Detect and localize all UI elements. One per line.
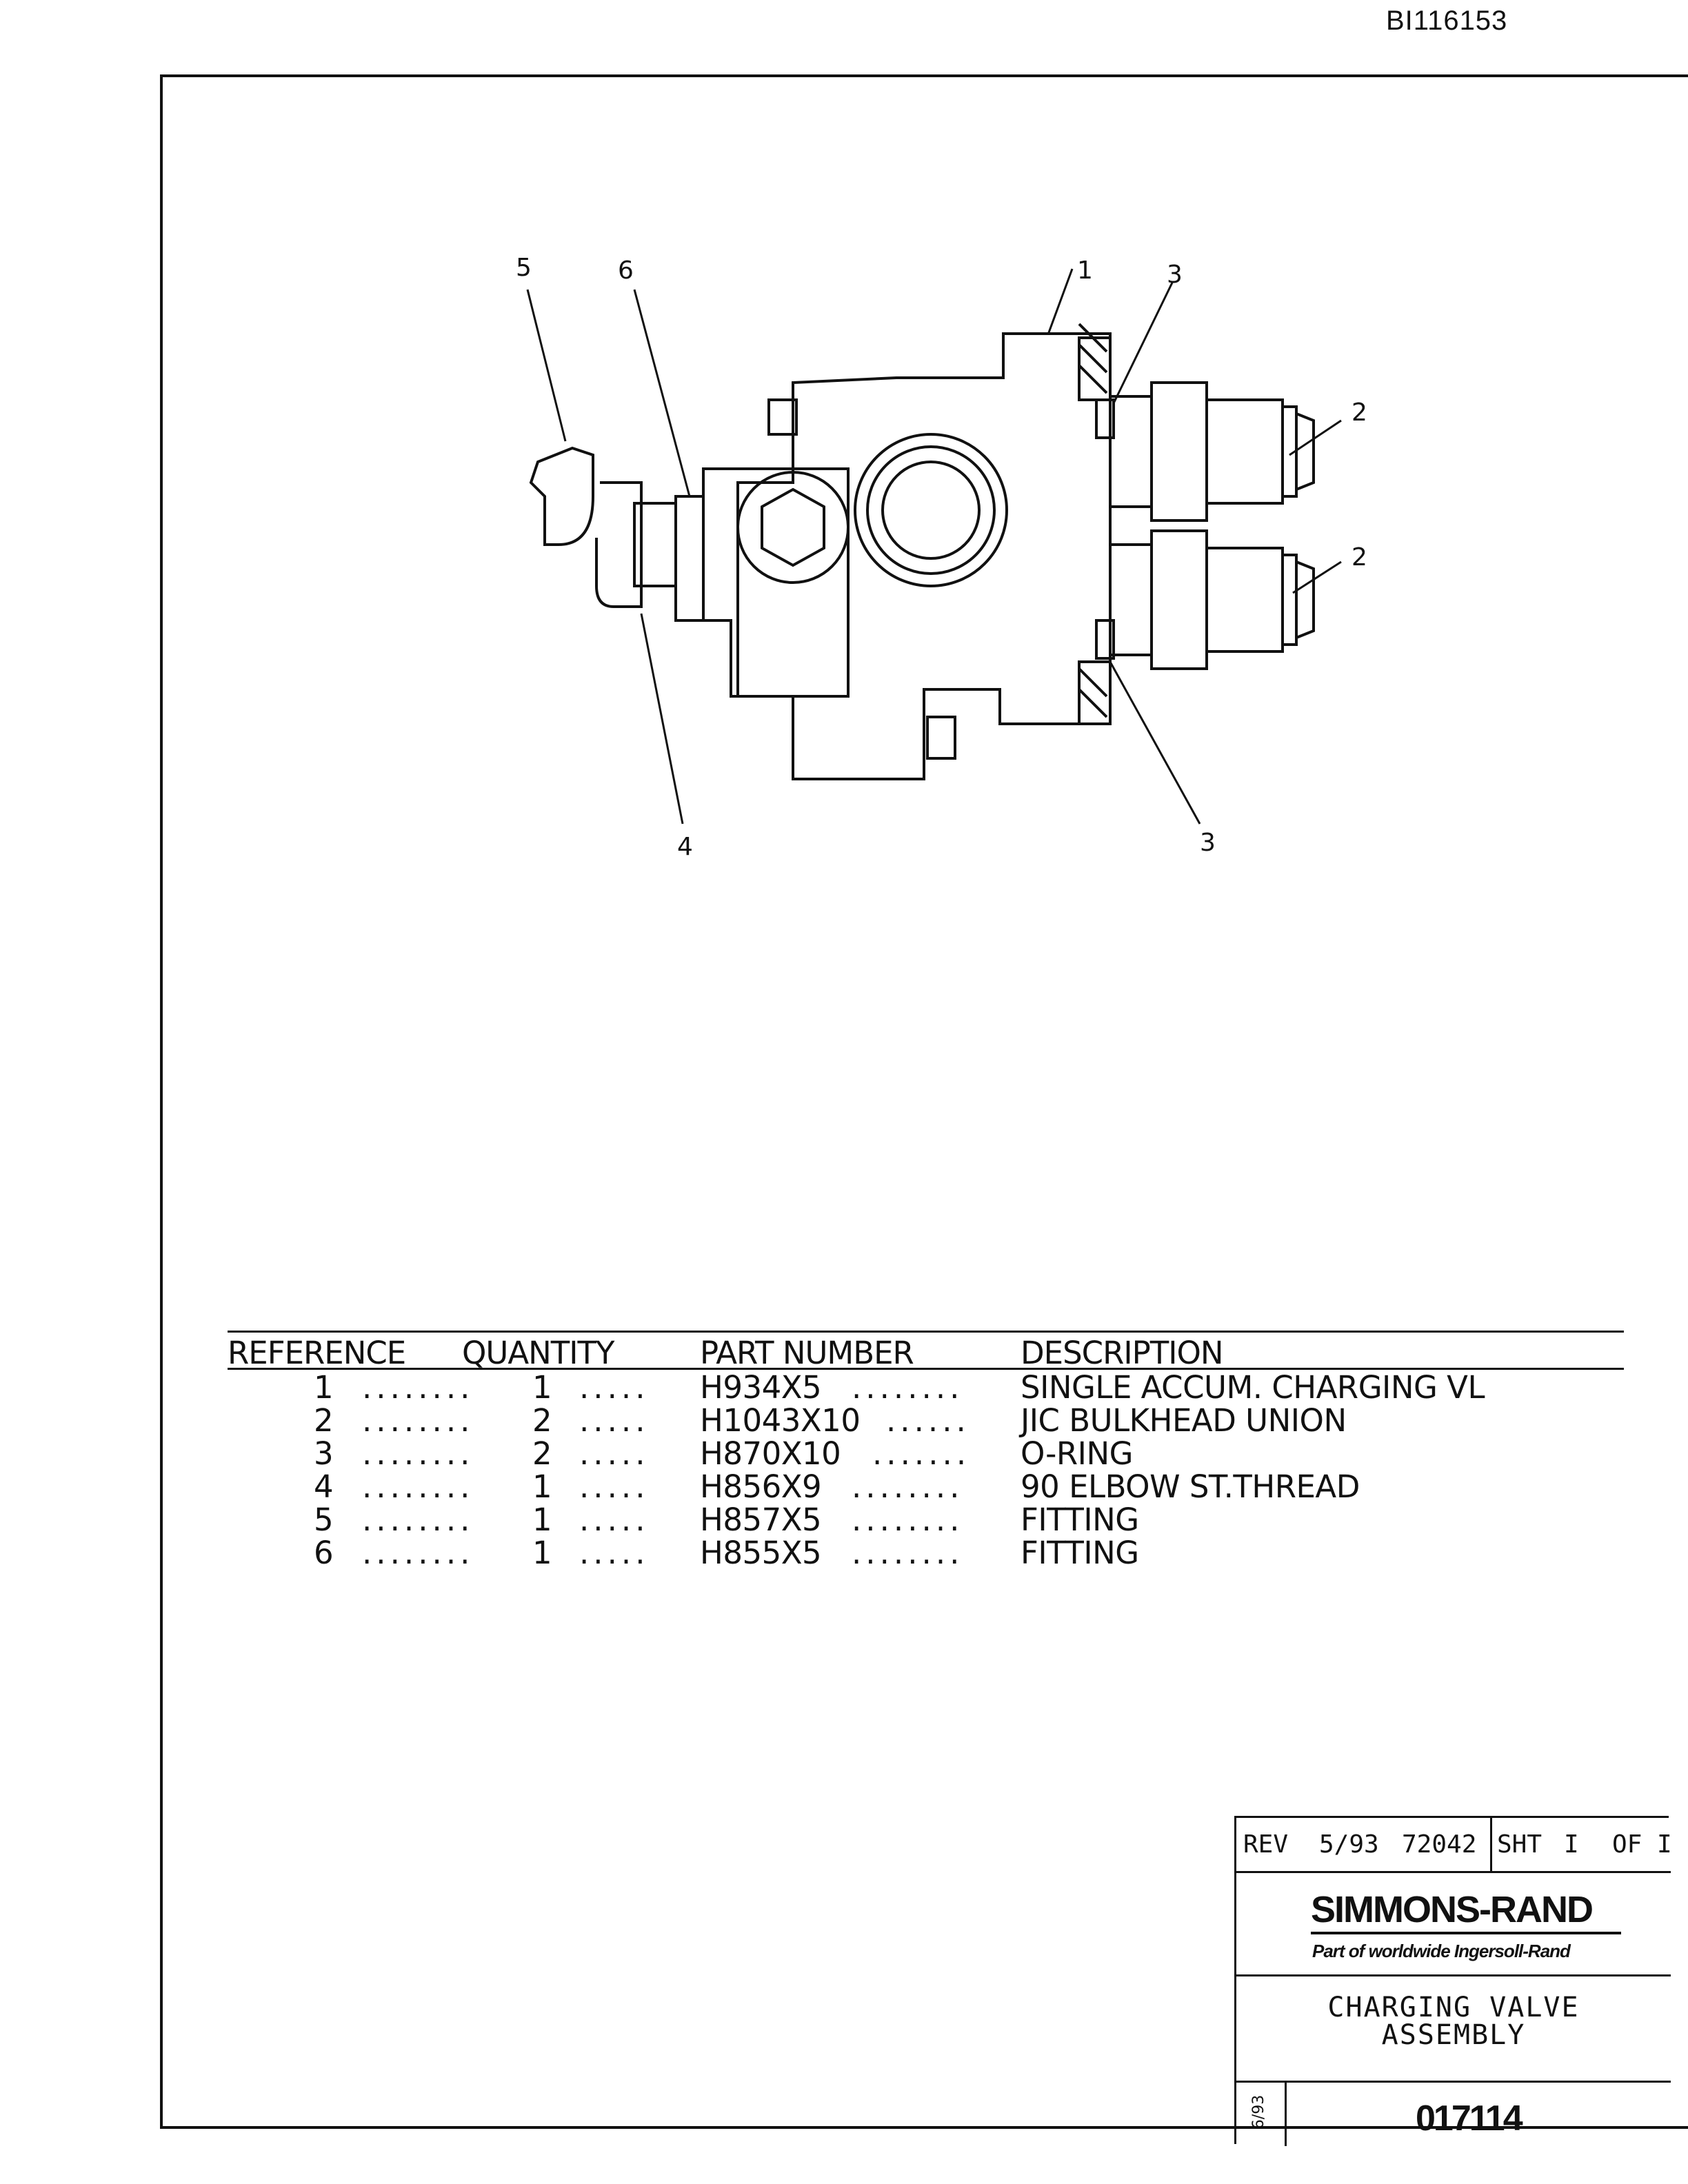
table-row: 6 ........ 1 ..... H855X5 ........ FITTI… <box>314 1535 1139 1571</box>
elbow-4 <box>595 481 643 608</box>
row-part: H1043X10 <box>700 1402 861 1439</box>
header-rule <box>228 1368 1624 1370</box>
table-row: 3 ........ 2 ..... H870X10 ....... O-RIN… <box>314 1435 1133 1472</box>
footer-row: 6/93 017114 <box>1236 2083 1671 2146</box>
brand-row: SIMMONS-RAND Part of worldwide Ingersoll… <box>1236 1873 1671 1976</box>
header-reference: REFERENCE <box>228 1335 406 1371</box>
row-part: H856X9 <box>700 1468 822 1505</box>
row-ref: 2 <box>314 1402 334 1439</box>
bulkhead-union-upper <box>1109 381 1315 522</box>
table-row: 1 ........ 1 ..... H934X5 ........ SINGL… <box>314 1369 1485 1406</box>
o-ring-upper <box>1095 398 1115 439</box>
valve-body <box>736 332 1112 780</box>
row-desc: FITTING <box>1021 1502 1139 1538</box>
rev-date: 5/93 <box>1319 1830 1379 1859</box>
o-ring-lower <box>1095 619 1115 660</box>
revision-row: REV 5/93 72042 SHT I OF I <box>1236 1818 1672 1873</box>
callout-4: 4 <box>677 833 693 861</box>
left-block <box>702 467 850 698</box>
callout-2-upper: 2 <box>1352 398 1367 427</box>
row-part: H870X10 <box>700 1435 841 1472</box>
rev-number: 72042 <box>1402 1830 1477 1859</box>
header-quantity: QUANTITY <box>462 1335 615 1371</box>
footer-divider <box>1285 2083 1287 2146</box>
row-ref: 4 <box>314 1468 334 1505</box>
callout-3-lower: 3 <box>1200 829 1216 857</box>
valve-assembly-drawing <box>526 268 1342 825</box>
row-ref: 3 <box>314 1435 334 1472</box>
row-desc: FITTING <box>1021 1535 1139 1571</box>
row-part: H934X5 <box>700 1369 822 1406</box>
row-part: H855X5 <box>700 1535 822 1571</box>
drawing-title-line1: CHARGING VALVE <box>1327 1992 1580 2023</box>
row-ref: 1 <box>314 1369 334 1406</box>
row-desc: O-RING <box>1021 1435 1133 1472</box>
row-part: H857X5 <box>700 1502 822 1538</box>
row-qty: 2 <box>532 1402 552 1439</box>
rev-divider <box>1490 1818 1492 1873</box>
row-qty: 1 <box>532 1468 552 1505</box>
small-port <box>736 471 850 584</box>
callout-3-upper: 3 <box>1167 261 1183 289</box>
title-row: CHARGING VALVE ASSEMBLY <box>1236 1976 1671 2083</box>
sheet-label: SHT <box>1497 1830 1543 1859</box>
callout-6: 6 <box>618 256 634 285</box>
drawing-date: 6/93 <box>1250 2094 1268 2130</box>
drawing-frame <box>160 74 1688 2129</box>
document-id: BI116153 <box>1386 6 1508 36</box>
drawing-number: 017114 <box>1416 2099 1523 2138</box>
of-label: OF <box>1612 1830 1642 1859</box>
header-part-number: PART NUMBER <box>700 1335 914 1371</box>
table-row: 4 ........ 1 ..... H856X9 ........ 90 EL… <box>314 1468 1360 1505</box>
brand-subtitle: Part of worldwide Ingersoll-Rand <box>1312 1941 1571 1961</box>
row-qty: 1 <box>532 1502 552 1538</box>
row-desc: SINGLE ACCUM. CHARGING VL <box>1021 1369 1485 1406</box>
sheet-number: I <box>1564 1830 1579 1859</box>
row-ref: 6 <box>314 1535 334 1571</box>
row-desc: 90 ELBOW ST.THREAD <box>1021 1468 1360 1505</box>
brand-logo: SIMMONS-RAND <box>1311 1889 1594 1930</box>
callout-1: 1 <box>1077 256 1093 285</box>
callout-5: 5 <box>516 254 532 282</box>
callout-2-lower: 2 <box>1352 543 1367 572</box>
bolt-top <box>767 398 798 436</box>
row-qty: 2 <box>532 1435 552 1472</box>
large-port <box>854 433 1008 587</box>
fitting-5 <box>529 446 594 546</box>
row-desc: JIC BULKHEAD UNION <box>1021 1402 1347 1439</box>
table-top-rule <box>228 1331 1624 1333</box>
drawing-title-line2: ASSEMBLY <box>1381 2019 1526 2051</box>
fitting-6 <box>674 495 705 622</box>
of-number: I <box>1657 1830 1672 1859</box>
header-description: DESCRIPTION <box>1021 1335 1224 1371</box>
table-row: 2 ........ 2 ..... H1043X10 ...... JIC B… <box>314 1402 1347 1439</box>
table-row: 5 ........ 1 ..... H857X5 ........ FITTI… <box>314 1502 1139 1538</box>
bulkhead-union-lower <box>1109 529 1315 670</box>
brand-underline <box>1311 1932 1621 1934</box>
rev-label: REV <box>1243 1830 1289 1859</box>
row-qty: 1 <box>532 1535 552 1571</box>
title-block: REV 5/93 72042 SHT I OF I SIMMONS-RAND P… <box>1234 1816 1672 2146</box>
bolt-bottom <box>926 716 956 760</box>
nut <box>633 502 677 587</box>
row-qty: 1 <box>532 1369 552 1406</box>
row-ref: 5 <box>314 1502 334 1538</box>
